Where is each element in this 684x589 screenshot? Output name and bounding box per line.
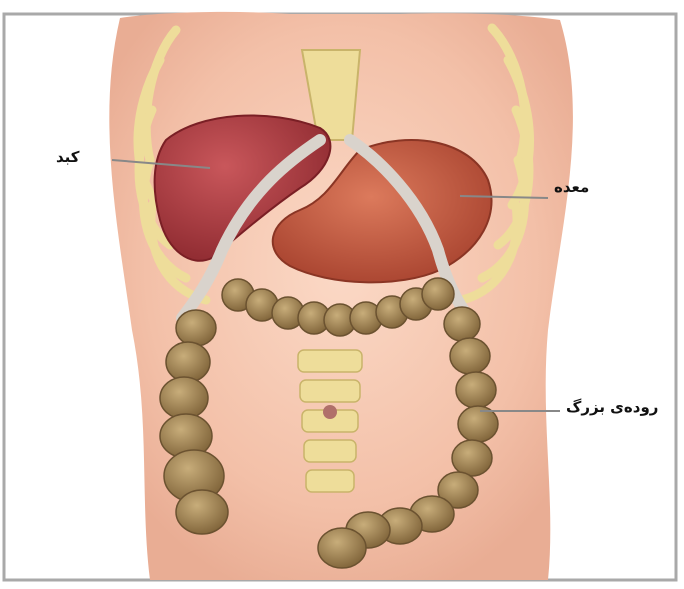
- stomach-label: معده: [554, 178, 589, 196]
- liver-label: کبد: [56, 148, 80, 166]
- navel: [323, 405, 337, 419]
- large-intestine-label: روده‌ی بزرگ: [566, 398, 658, 416]
